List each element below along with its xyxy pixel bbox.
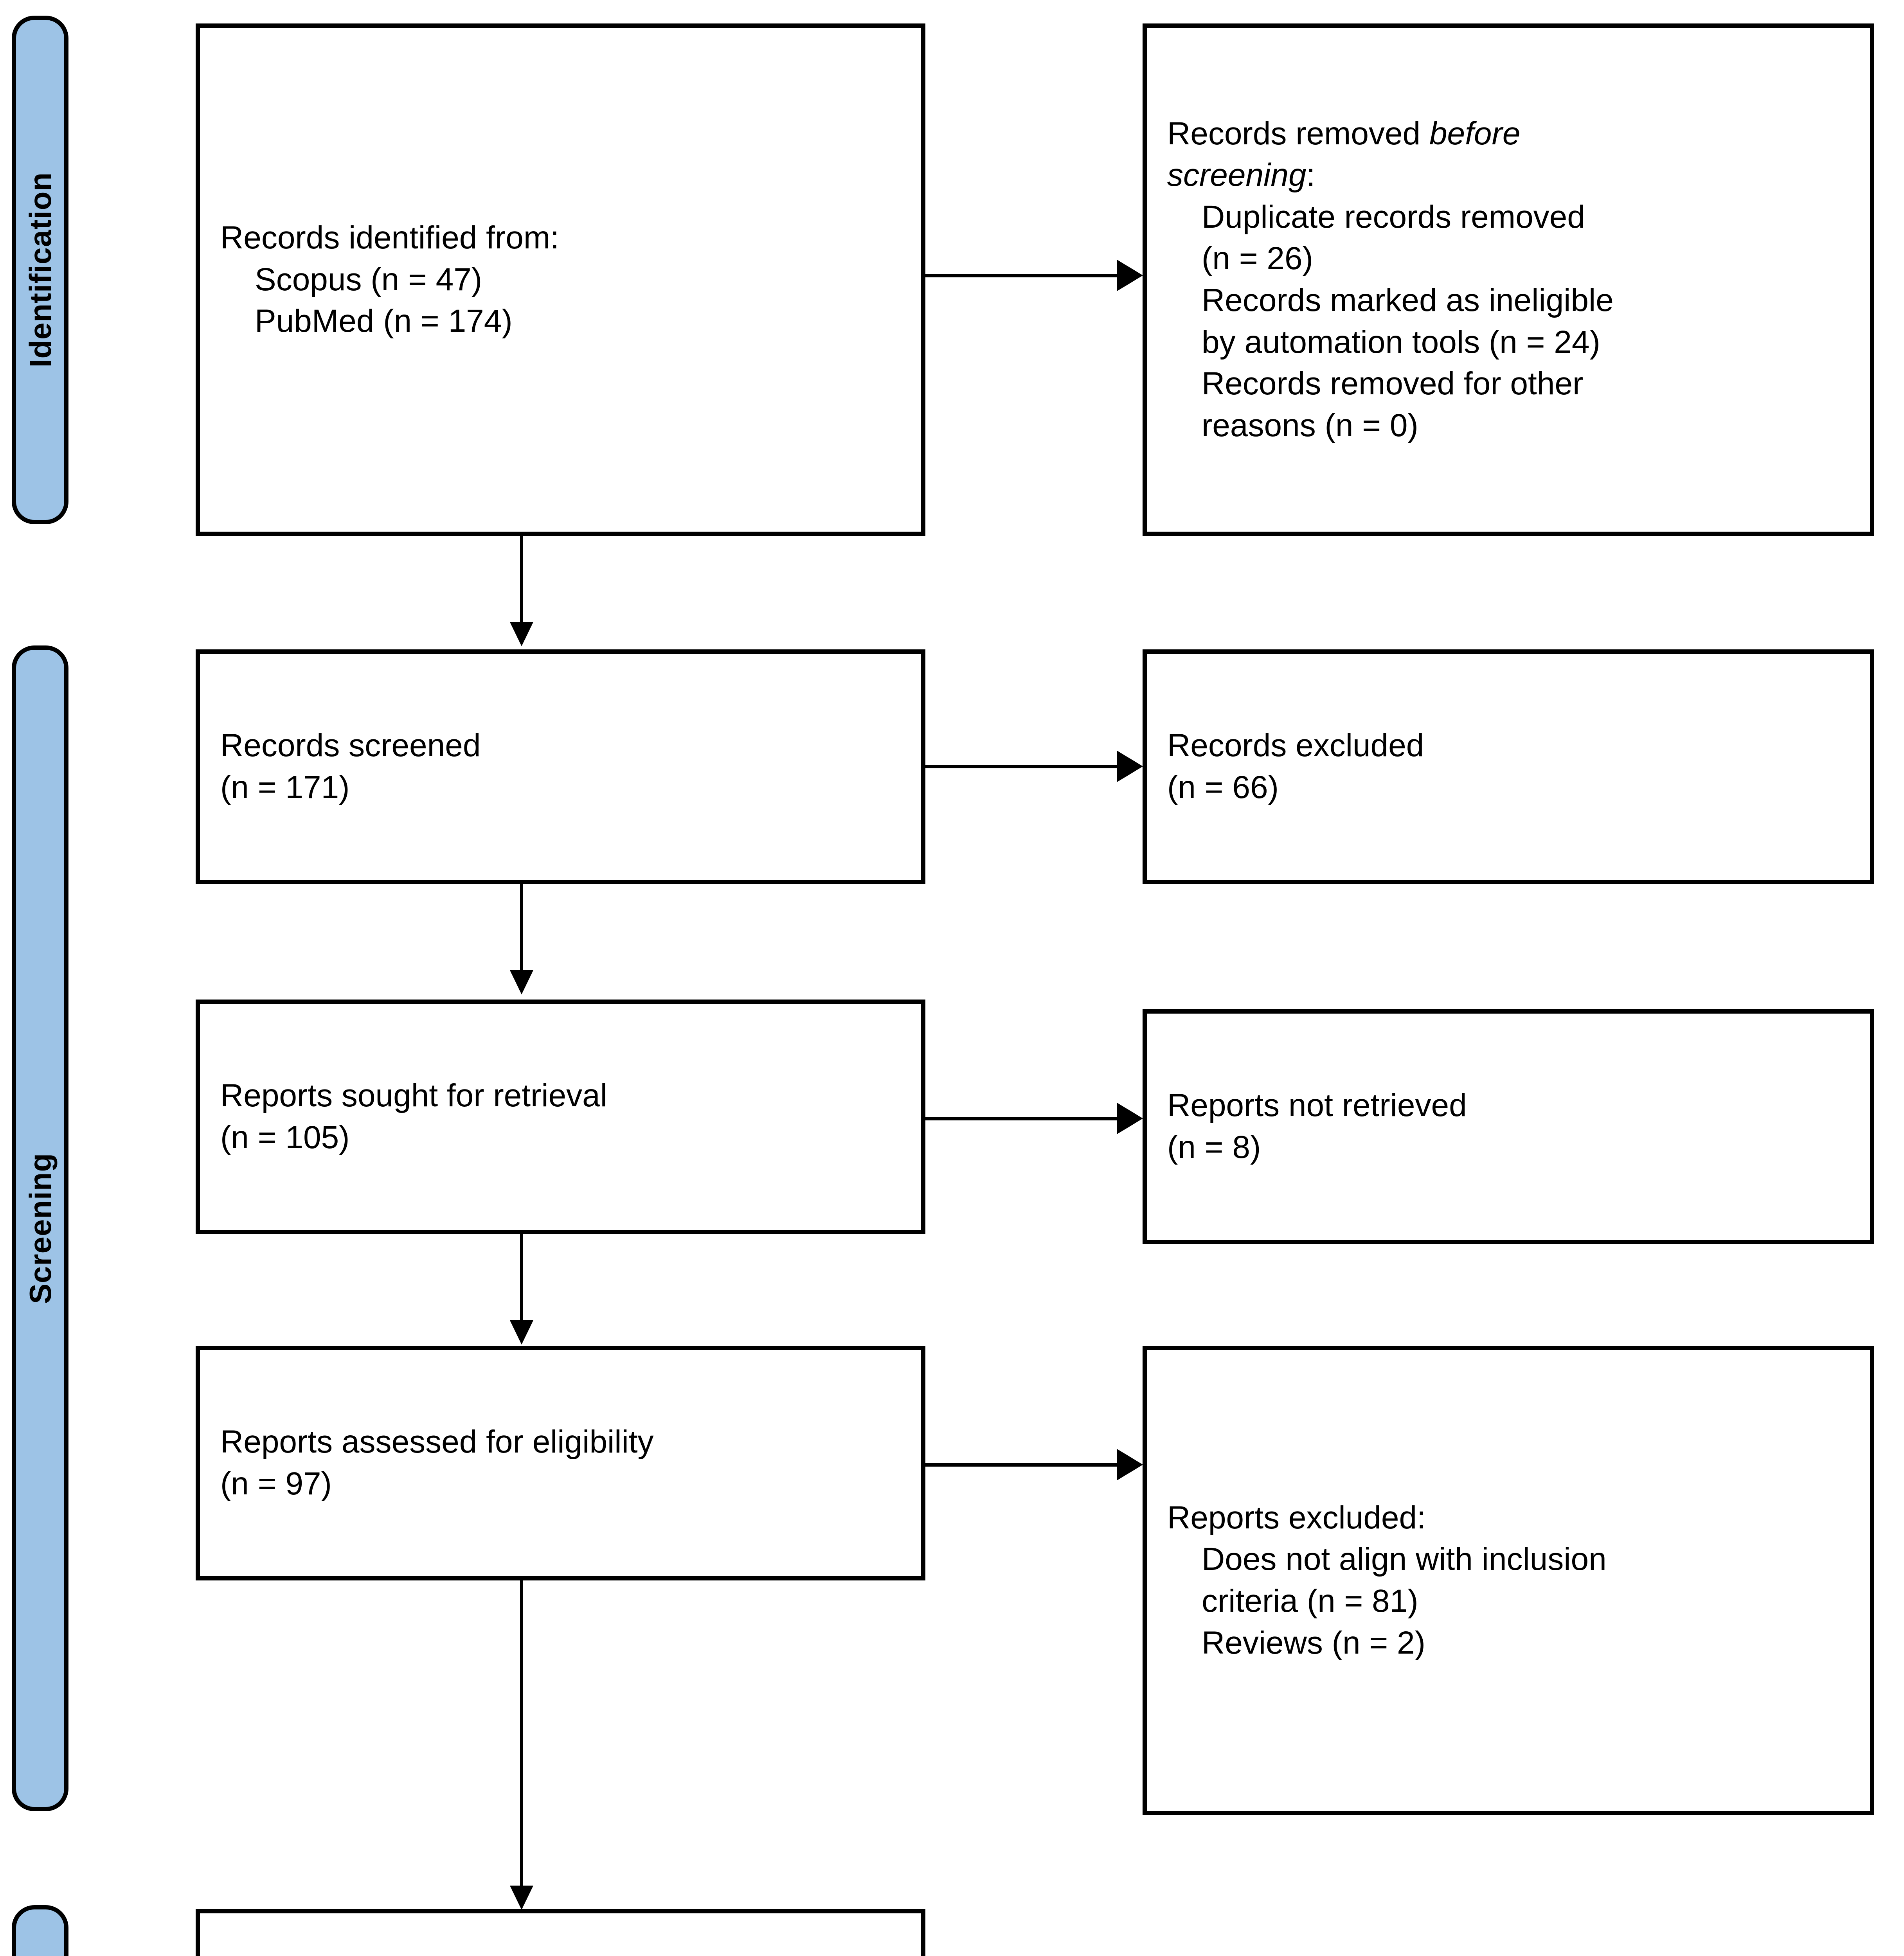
records-identified-line-1: Records identified from: [220,220,559,256]
arrowhead-screened-to-sought [510,970,533,994]
records-screened-line-1: Records screened [220,728,481,764]
reports-excluded-line-3: criteria (n = 81) [1202,1583,1418,1619]
box-records-identified-text: Records identified from: Scopus (n = 47)… [200,217,921,342]
records-excluded-line-2: (n = 66) [1167,769,1279,805]
arrowhead-identified-to-removed [1117,260,1143,291]
reports-excluded-line-1: Reports excluded: [1167,1499,1426,1535]
connector-sought-to-not-retrieved [925,1117,1117,1120]
records-removed-line-4: (n = 26) [1202,241,1313,277]
box-reports-excluded-text: Reports excluded: Does not align with in… [1147,1497,1870,1664]
connector-assessed-to-reports-excluded [925,1463,1117,1467]
box-records-excluded-text: Records excluded (n = 66) [1147,725,1870,808]
box-reports-not-retrieved-text: Reports not retrieved (n = 8) [1147,1085,1870,1168]
reports-assessed-line-1: Reports assessed for eligibility [220,1424,654,1460]
records-removed-line-2a-italic: screening [1167,157,1307,193]
records-removed-line-1a: Records removed [1167,115,1429,151]
records-identified-line-2: Scopus (n = 47) [255,261,482,297]
arrowhead-assessed-to-included [510,1886,533,1910]
box-reports-sought: Reports sought for retrieval (n = 105) [196,1000,925,1234]
connector-identified-to-removed [925,274,1117,277]
arrowhead-sought-to-not-retrieved [1117,1103,1143,1134]
records-removed-line-2: screening: [1167,155,1860,196]
reports-assessed-line-2: (n = 97) [220,1466,332,1501]
connector-sought-to-assessed [520,1234,523,1324]
connector-assessed-to-included [520,1580,523,1889]
phase-pill-identification: Identification [12,16,68,524]
arrowhead-sought-to-assessed [510,1320,533,1345]
box-records-screened: Records screened (n = 171) [196,649,925,884]
reports-sought-line-2: (n = 105) [220,1120,350,1155]
box-records-removed: Records removed before screening: Duplic… [1143,23,1874,536]
reports-excluded-line-2: Does not align with inclusion [1202,1541,1607,1577]
records-excluded-line-1: Records excluded [1167,728,1424,764]
connector-screened-to-excluded [925,765,1117,768]
box-reports-not-retrieved: Reports not retrieved (n = 8) [1143,1009,1874,1244]
arrowhead-identified-to-screened [510,622,533,646]
records-removed-line-6: by automation tools (n = 24) [1202,324,1600,360]
connector-screened-to-sought [520,884,523,974]
box-records-excluded: Records excluded (n = 66) [1143,649,1874,884]
records-removed-line-5: Records marked as ineligible [1202,282,1614,318]
records-removed-line-3: Duplicate records removed [1202,199,1585,235]
box-records-removed-text: Records removed before screening: Duplic… [1147,113,1870,447]
records-removed-line-7: Records removed for other [1202,366,1584,402]
records-removed-line-1b-italic: before [1429,115,1521,151]
records-screened-line-2: (n = 171) [220,769,350,805]
box-reports-assessed: Reports assessed for eligibility (n = 97… [196,1346,925,1580]
box-reports-sought-text: Reports sought for retrieval (n = 105) [200,1075,921,1158]
reports-excluded-line-4: Reviews (n = 2) [1202,1625,1425,1661]
box-reports-assessed-text: Reports assessed for eligibility (n = 97… [200,1421,921,1505]
arrowhead-screened-to-excluded [1117,751,1143,782]
box-records-screened-text: Records screened (n = 171) [200,725,921,808]
box-studies-included: Studies included in review (n = 14) [196,1909,925,1956]
records-removed-line-2b: : [1306,157,1316,193]
box-reports-excluded: Reports excluded: Does not align with in… [1143,1346,1874,1815]
connector-identified-to-screened [520,536,523,626]
phase-pill-screening: Screening [12,645,68,1811]
records-removed-line-8: reasons (n = 0) [1202,407,1418,443]
reports-not-retrieved-line-1: Reports not retrieved [1167,1088,1467,1124]
reports-not-retrieved-line-2: (n = 8) [1167,1129,1261,1165]
phase-label-identification: Identification [23,172,58,368]
records-removed-line-1: Records removed before [1167,113,1860,155]
phase-label-screening: Screening [23,1152,58,1304]
phase-pill-included: Included [12,1905,68,1956]
reports-sought-line-1: Reports sought for retrieval [220,1078,608,1114]
arrowhead-assessed-to-reports-excluded [1117,1449,1143,1480]
records-identified-line-3: PubMed (n = 174) [255,303,513,339]
box-records-identified: Records identified from: Scopus (n = 47)… [196,23,925,536]
